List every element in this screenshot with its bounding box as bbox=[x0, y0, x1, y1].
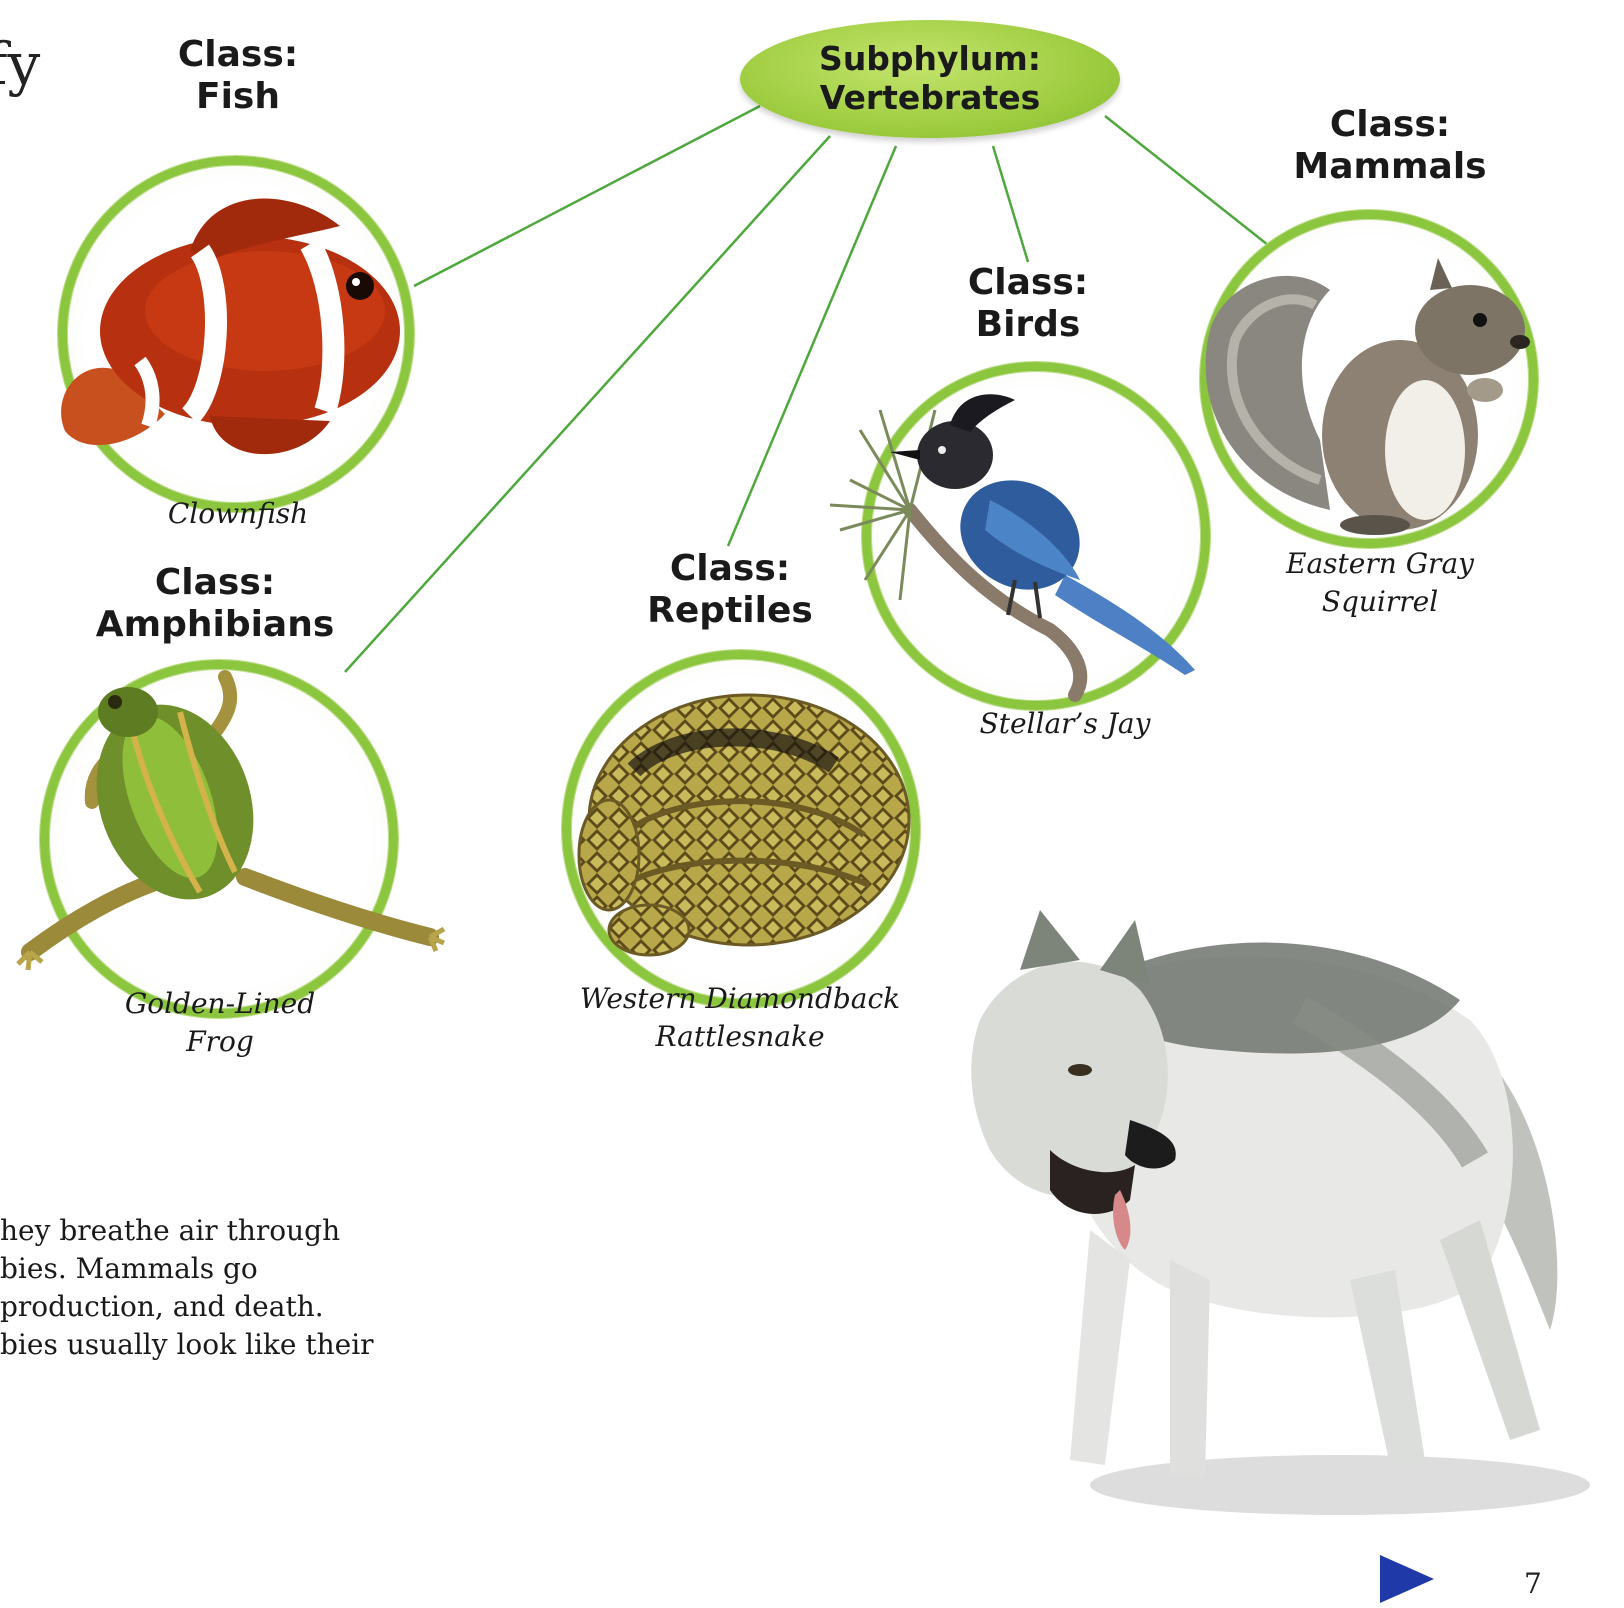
fish-caption: Clownfish bbox=[130, 495, 346, 533]
subphylum-label: Subphylum: bbox=[819, 40, 1041, 79]
heading-fragment: fy bbox=[0, 30, 40, 98]
rattlesnake-icon bbox=[564, 675, 924, 975]
reptiles-caption: Western Diamondback Rattlesnake bbox=[560, 980, 920, 1055]
birds-caption: Stellar’s Jay bbox=[940, 705, 1190, 743]
mammals-caption: Eastern Gray Squirrel bbox=[1260, 545, 1500, 620]
jay-icon bbox=[820, 370, 1240, 700]
wolf-illustration bbox=[920, 900, 1620, 1540]
class-reptiles-label: Class: Reptiles bbox=[620, 548, 840, 633]
body-text: hey breathe air through bies. Mammals go… bbox=[0, 1212, 374, 1364]
play-arrow-icon[interactable] bbox=[1380, 1555, 1434, 1603]
subphylum-node: Subphylum: Vertebrates bbox=[740, 20, 1120, 138]
squirrel-icon bbox=[1180, 250, 1550, 550]
class-mammals-label: Class: Mammals bbox=[1270, 104, 1510, 189]
frog-icon bbox=[10, 672, 450, 992]
subphylum-name: Vertebrates bbox=[820, 79, 1041, 118]
page-number: 7 bbox=[1524, 1567, 1542, 1600]
connector-fish bbox=[414, 106, 760, 286]
amphibians-caption: Golden-Lined Frog bbox=[105, 985, 335, 1060]
class-fish-label: Class: Fish bbox=[138, 34, 338, 119]
class-amphibians-label: Class: Amphibians bbox=[90, 562, 340, 647]
connector-birds bbox=[993, 146, 1028, 262]
clownfish-icon bbox=[40, 166, 420, 466]
connector-mammals bbox=[1105, 116, 1268, 245]
class-birds-label: Class: Birds bbox=[918, 262, 1138, 347]
